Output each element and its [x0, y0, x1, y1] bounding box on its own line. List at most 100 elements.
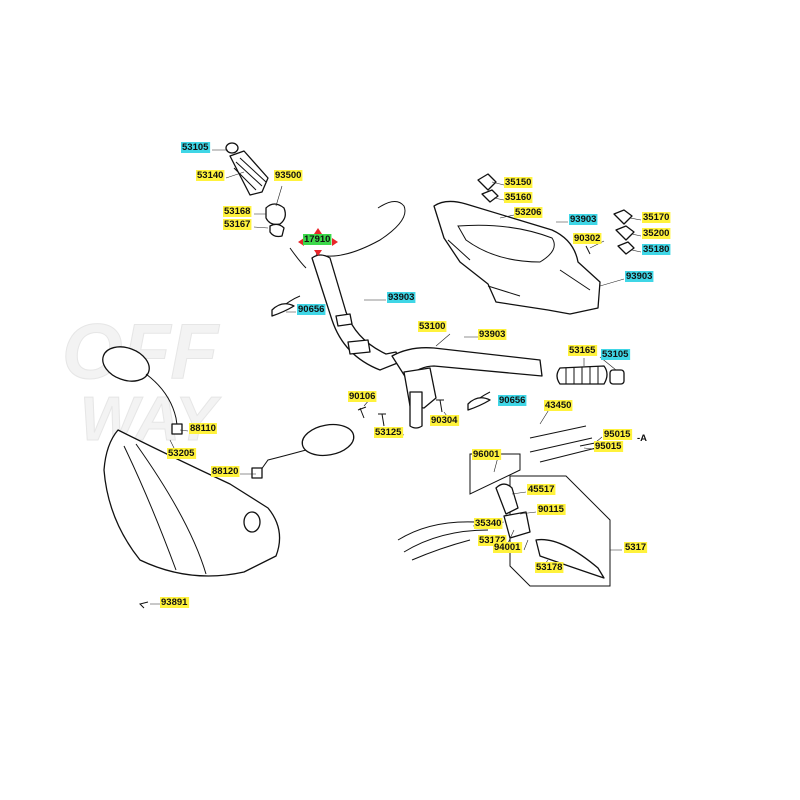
- part-number-text: 93903: [479, 329, 505, 340]
- part-label-53167: 53167: [223, 219, 252, 230]
- label-highlight: [537, 504, 566, 515]
- part-number-text: 53165: [569, 345, 596, 356]
- part-label-53168: 53168: [223, 206, 252, 217]
- label-highlight: [624, 542, 648, 553]
- right-mirror: [251, 423, 355, 479]
- front-cover-lines: [123, 443, 207, 575]
- part-number-text: 53172: [479, 535, 505, 546]
- watermark-line-1: OFF: [62, 307, 220, 395]
- screw-93891: [139, 601, 149, 609]
- part-number-text: 90304: [431, 415, 458, 426]
- part-label-90304: 90304: [430, 415, 460, 426]
- label-highlight: [493, 542, 523, 553]
- switch-35180: [617, 241, 635, 255]
- part-number-text: 88110: [190, 423, 216, 434]
- bar-end-cap: [225, 142, 239, 154]
- grip-ridges: [233, 157, 267, 191]
- label-highlight: [181, 142, 211, 153]
- front-cover-hole: [243, 511, 261, 533]
- label-highlight: [167, 448, 197, 459]
- part-number-text: 35150: [505, 177, 531, 188]
- handlebar-left-tube: [311, 254, 401, 371]
- part-number-text: 53125: [375, 427, 402, 438]
- part-label-5317: 5317: [624, 542, 648, 553]
- part-label-35340: 35340: [474, 518, 503, 529]
- left-mirror: [102, 346, 183, 435]
- screw-53125: [378, 413, 386, 427]
- switches: [477, 173, 635, 255]
- right-bar-end: [609, 369, 625, 385]
- marker-17910: [298, 228, 338, 256]
- steering-stem: [409, 391, 423, 429]
- cover-details: [447, 239, 591, 297]
- part-label-90106: 90106: [348, 391, 377, 402]
- part-number-text: 90656: [298, 304, 324, 315]
- marker-arrow-bottom: [314, 250, 322, 256]
- marker-arrow-right: [332, 238, 338, 246]
- part-label-53172: 53172: [478, 535, 507, 546]
- left-grip-assembly: [225, 142, 269, 196]
- left-grip: [229, 150, 269, 196]
- part-number-text: 53105: [602, 349, 629, 360]
- part-label-53178: 53178: [535, 562, 564, 573]
- label-highlight: [603, 429, 633, 440]
- part-number-text: 17910: [304, 234, 330, 245]
- part-label-88110: 88110: [189, 423, 217, 434]
- part-number-text: 53168: [224, 206, 250, 217]
- right-mirror-glass: [301, 423, 355, 457]
- part-number-text: 53205: [168, 448, 195, 459]
- label-highlight: [430, 415, 460, 426]
- part-label-93903c: 93903: [569, 214, 598, 225]
- switch-35170: [613, 209, 633, 225]
- part-label-93903d: 93903: [625, 271, 654, 282]
- part-number-text: 93903: [626, 271, 652, 282]
- part-label-35160: 35160: [504, 192, 533, 203]
- washer-90656-b: [467, 397, 491, 411]
- label-highlight: [642, 212, 671, 223]
- right-mirror-base: [251, 467, 263, 479]
- part-label-93903b: 93903: [478, 329, 507, 340]
- switch-35160: [481, 189, 499, 203]
- part-label-90656a: 90656: [297, 304, 326, 315]
- label-highlight: [625, 271, 654, 282]
- part-number-text: 53140: [197, 170, 223, 181]
- switch-35200: [615, 225, 635, 241]
- part-label-53140: 53140: [196, 170, 225, 181]
- front-cover-body: [103, 429, 281, 577]
- part-label-93903a: 93903: [387, 292, 416, 303]
- label-highlight: [374, 427, 404, 438]
- part-number-text: 53105: [182, 142, 209, 153]
- part-label-94001: 94001: [493, 542, 523, 553]
- label-highlight: [478, 535, 507, 546]
- label-highlight: [544, 400, 573, 411]
- part-number-text: 35340: [475, 518, 501, 529]
- part-label-96001: 96001: [472, 449, 502, 460]
- part-label-17910: 17910: [303, 234, 332, 245]
- cover-window: [457, 224, 555, 263]
- part-number-text: 94001: [494, 542, 521, 553]
- part-label-90302: 90302: [573, 233, 602, 244]
- left-mirror-glass: [102, 346, 150, 382]
- part-label-53205: 53205: [167, 448, 197, 459]
- part-label-35200: 35200: [642, 228, 671, 239]
- part-label-35170: 35170: [642, 212, 671, 223]
- label-highlight: [642, 244, 671, 255]
- right-mirror-stem: [257, 449, 307, 475]
- part-label-90656b: 90656: [498, 395, 527, 406]
- label-highlight: [504, 192, 533, 203]
- part-number-text: 90115: [538, 504, 565, 515]
- part-label-35150: 35150: [504, 177, 533, 188]
- label-highlight: [348, 391, 377, 402]
- part-number-text: 90302: [574, 233, 600, 244]
- part-number-text: 45517: [528, 484, 554, 495]
- part-label-88120: 88120: [211, 466, 240, 477]
- part-number-text: 35180: [643, 244, 669, 255]
- label-highlight: [527, 484, 556, 495]
- label-highlight: [601, 349, 631, 360]
- label-highlight: [514, 207, 543, 218]
- label-highlight: [297, 304, 326, 315]
- label-highlight: [223, 219, 252, 230]
- part-number-text: 53100: [419, 321, 445, 332]
- part-label-90115: 90115: [537, 504, 566, 515]
